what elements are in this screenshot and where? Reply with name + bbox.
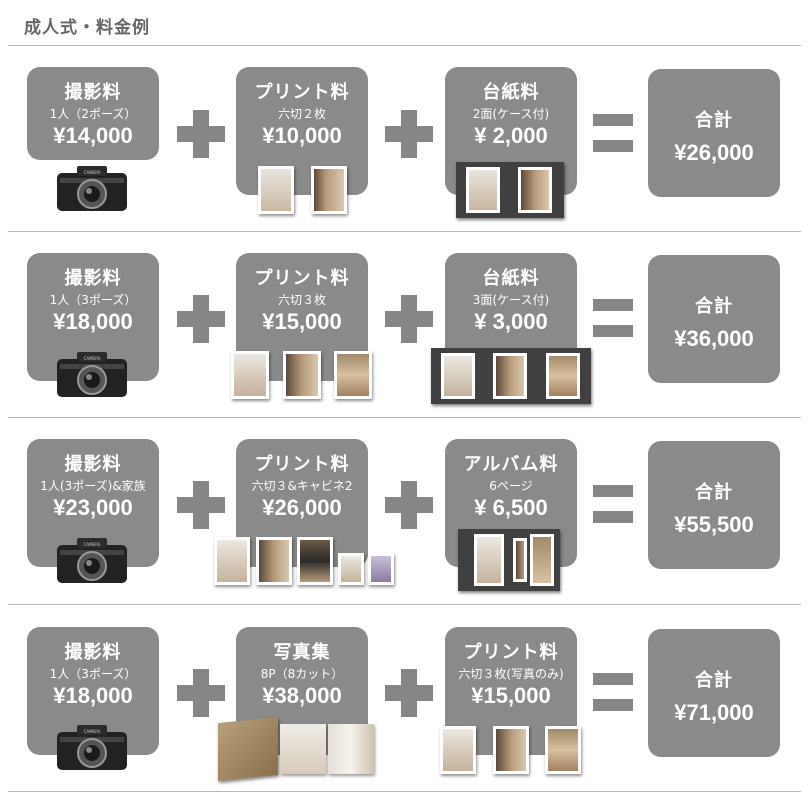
photo-fee-box: 撮影料 1人（3ポーズ） ¥18,000 bbox=[27, 627, 159, 755]
box-price: ¥18,000 bbox=[53, 309, 133, 334]
box-subtitle: 六切３&キャビネ2 bbox=[251, 479, 353, 493]
box-title: プリント料 bbox=[254, 454, 350, 475]
print-photo bbox=[297, 537, 333, 585]
box-title: アルバム料 bbox=[463, 454, 559, 475]
price-row-3: 撮影料 1人(3ポーズ)&家族 ¥23,000 CAMERA プリント料 六切３… bbox=[0, 417, 809, 603]
print-photo bbox=[545, 726, 581, 774]
box-title: 台紙料 bbox=[482, 268, 540, 289]
plus-icon bbox=[177, 295, 225, 343]
box-price: ¥10,000 bbox=[262, 123, 342, 148]
svg-text:CAMERA: CAMERA bbox=[84, 356, 101, 361]
photo-fee-box: 撮影料 1人（2ポーズ） ¥14,000 bbox=[27, 67, 159, 160]
equals-icon bbox=[593, 299, 633, 339]
print-photo bbox=[231, 351, 269, 399]
total-price: ¥55,500 bbox=[674, 512, 754, 537]
print-photo bbox=[338, 553, 364, 585]
svg-text:CAMERA: CAMERA bbox=[84, 542, 101, 547]
album-image bbox=[458, 529, 560, 591]
equals-icon bbox=[593, 485, 633, 525]
box-subtitle: 1人（2ポーズ） bbox=[49, 107, 137, 121]
total-price: ¥71,000 bbox=[674, 700, 754, 725]
divider bbox=[8, 231, 801, 232]
total-title: 合計 bbox=[695, 482, 733, 503]
photo-fee-box: 撮影料 1人（3ポーズ） ¥18,000 bbox=[27, 253, 159, 381]
box-title: 台紙料 bbox=[482, 82, 540, 103]
total-box: 合計 ¥26,000 bbox=[648, 69, 780, 197]
camera-icon: CAMERA bbox=[57, 166, 127, 211]
svg-text:CAMERA: CAMERA bbox=[84, 729, 101, 734]
box-subtitle: 8P（8カット） bbox=[260, 667, 344, 681]
box-subtitle: 6ページ bbox=[489, 479, 533, 493]
total-title: 合計 bbox=[695, 670, 733, 691]
camera-icon: CAMERA bbox=[57, 725, 127, 770]
price-row-1: 撮影料 1人（2ポーズ） ¥14,000 CAMERA プリント料 六切２枚 ¥… bbox=[0, 45, 809, 231]
price-row-2: 撮影料 1人（3ポーズ） ¥18,000 CAMERA プリント料 六切３枚 ¥… bbox=[0, 231, 809, 417]
total-price: ¥36,000 bbox=[674, 326, 754, 351]
camera-icon: CAMERA bbox=[57, 538, 127, 583]
box-price: ¥38,000 bbox=[262, 683, 342, 708]
mount-album-image bbox=[431, 348, 591, 404]
total-title: 合計 bbox=[695, 110, 733, 131]
divider bbox=[8, 604, 801, 605]
print-photo bbox=[493, 726, 529, 774]
total-title: 合計 bbox=[695, 296, 733, 317]
total-price: ¥26,000 bbox=[674, 140, 754, 165]
box-price: ¥ 3,000 bbox=[474, 309, 548, 334]
plus-icon bbox=[177, 669, 225, 717]
box-title: 撮影料 bbox=[64, 642, 122, 663]
print-photo bbox=[311, 166, 347, 214]
plus-icon bbox=[385, 669, 433, 717]
total-box: 合計 ¥55,500 bbox=[648, 441, 780, 569]
divider bbox=[8, 45, 801, 46]
svg-text:CAMERA: CAMERA bbox=[84, 170, 101, 175]
camera-icon: CAMERA bbox=[57, 352, 127, 397]
plus-icon bbox=[177, 110, 225, 158]
box-title: 撮影料 bbox=[64, 268, 122, 289]
box-price: ¥15,000 bbox=[262, 309, 342, 334]
price-row-4: 撮影料 1人（3ポーズ） ¥18,000 CAMERA 写真集 8P（8カット）… bbox=[0, 604, 809, 790]
print-photo bbox=[214, 537, 250, 585]
box-price: ¥ 6,500 bbox=[474, 495, 548, 520]
plus-icon bbox=[385, 481, 433, 529]
box-title: 撮影料 bbox=[64, 82, 122, 103]
print-fee-box: プリント料 六切２枚 ¥10,000 bbox=[236, 67, 368, 195]
total-box: 合計 ¥71,000 bbox=[648, 629, 780, 757]
box-price: ¥15,000 bbox=[471, 683, 551, 708]
box-subtitle: 1人(3ポーズ)&家族 bbox=[40, 479, 146, 493]
total-box: 合計 ¥36,000 bbox=[648, 255, 780, 383]
box-title: プリント料 bbox=[254, 82, 350, 103]
equals-icon bbox=[593, 673, 633, 713]
divider bbox=[8, 791, 801, 792]
box-price: ¥ 2,000 bbox=[474, 123, 548, 148]
box-subtitle: 3面(ケース付) bbox=[472, 293, 550, 307]
box-price: ¥18,000 bbox=[53, 683, 133, 708]
print-photo bbox=[283, 351, 321, 399]
plus-icon bbox=[385, 110, 433, 158]
box-title: プリント料 bbox=[463, 642, 559, 663]
box-title: 写真集 bbox=[273, 642, 331, 663]
photobook-image bbox=[218, 716, 376, 782]
mount-album-image bbox=[456, 162, 564, 218]
box-price: ¥14,000 bbox=[53, 123, 133, 148]
box-subtitle: 六切２枚 bbox=[277, 107, 326, 121]
print-photo bbox=[334, 351, 372, 399]
box-subtitle: 2面(ケース付) bbox=[472, 107, 550, 121]
equals-icon bbox=[593, 114, 633, 154]
box-subtitle: 1人（3ポーズ） bbox=[49, 293, 137, 307]
box-price: ¥26,000 bbox=[262, 495, 342, 520]
print-photo bbox=[258, 166, 294, 214]
plus-icon bbox=[385, 295, 433, 343]
box-price: ¥23,000 bbox=[53, 495, 133, 520]
plus-icon bbox=[177, 481, 225, 529]
box-title: プリント料 bbox=[254, 268, 350, 289]
box-subtitle: 1人（3ポーズ） bbox=[49, 667, 137, 681]
print-photo bbox=[368, 553, 394, 585]
divider bbox=[8, 417, 801, 418]
box-subtitle: 六切３枚 bbox=[277, 293, 326, 307]
print-photo bbox=[440, 726, 476, 774]
box-title: 撮影料 bbox=[64, 454, 122, 475]
print-photo bbox=[256, 537, 292, 585]
page-title: 成人式・料金例 bbox=[24, 18, 150, 38]
box-subtitle: 六切３枚(写真のみ) bbox=[458, 667, 564, 681]
